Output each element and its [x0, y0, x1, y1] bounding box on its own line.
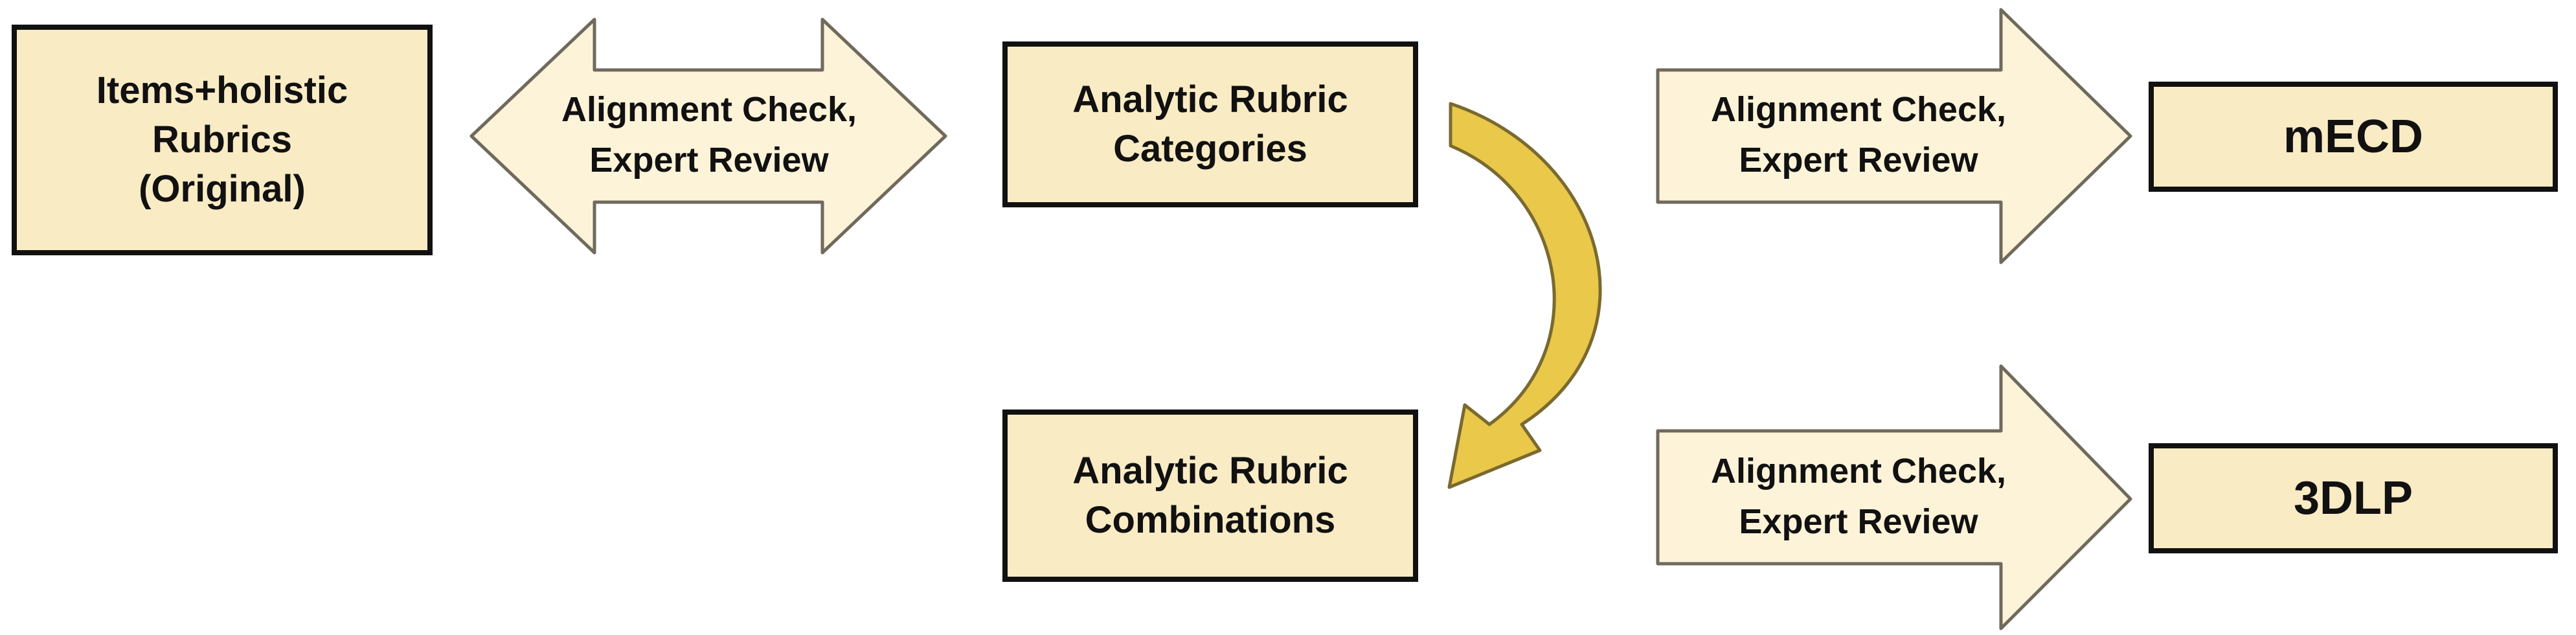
- arrow-to-mecd-shape: [1656, 8, 2132, 264]
- arrow-to-3dlp-shape: [1656, 364, 2132, 630]
- curved-arrow-shape: [1447, 102, 1602, 489]
- 3dlp-box: 3DLP: [2149, 443, 2558, 553]
- arrow-to-3dlp-label: Alignment Check, Expert Review: [1710, 452, 2007, 541]
- arrow-to-mecd-label: Alignment Check, Expert Review: [1710, 90, 2007, 179]
- analytic-rubric-categories-box: Analytic Rubric Categories: [1002, 41, 1418, 207]
- analytic-rubric-combinations-box: Analytic Rubric Combinations: [1002, 410, 1418, 582]
- double-arrow-shape: [469, 17, 947, 255]
- mecd-box: mECD: [2149, 82, 2558, 192]
- original-rubrics-box: Items+holistic Rubrics (Original): [12, 25, 433, 255]
- double-arrow-label: Alignment Check, Expert Review: [561, 90, 857, 179]
